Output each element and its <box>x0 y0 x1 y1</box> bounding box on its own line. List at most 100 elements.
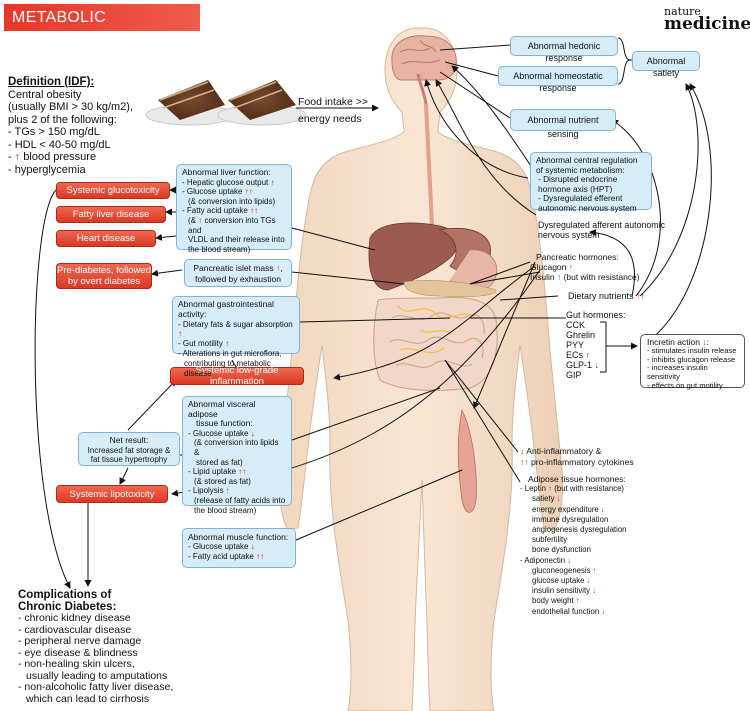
liver-function-box: Abnormal liver function: - Hepatic gluco… <box>176 164 292 254</box>
lipotoxicity-box: Systemic lipotoxicity <box>56 485 168 503</box>
complication-item: - chronic kidney disease <box>18 612 131 624</box>
visceral-line: - Lipolysis ↑ <box>188 486 230 496</box>
complication-item: - cardiovascular disease <box>18 623 132 636</box>
up-arrow-icon: ↑↑ <box>238 467 247 477</box>
net-result-box: Net result: Increased fat storage & fat … <box>78 432 180 466</box>
complications-block: Complications of Chronic Diabetes: - chr… <box>18 589 188 705</box>
gi-line: - Dietary fats & sugar absorption ↑ <box>178 319 293 339</box>
up-arrow-icon: ↑ <box>270 177 275 187</box>
up-arrow-icon: ↑↑ <box>256 552 265 561</box>
gi-line: - Gut motility ↑ <box>178 339 230 349</box>
insulin-line: Insulin ↑ (but with resistance) <box>530 272 640 282</box>
afferent-nervous-label: Dysregulated afferent autonomic nervous … <box>538 220 665 240</box>
definition-line: (usually BMI > 30 kg/m2), <box>8 101 134 113</box>
complication-item: - peripheral nerve damage <box>18 635 142 647</box>
liver-line: VLDL and their release into <box>188 235 285 245</box>
glucotoxicity-box: Systemic glucotoxicity <box>56 182 170 199</box>
food-intake-line1: Food intake >> <box>298 96 369 108</box>
gut-hormone-item: CCK <box>566 320 586 330</box>
up-arrow-icon: ↑↑ <box>244 187 253 197</box>
islet-mass-box: Pancreatic islet mass ↑, followed by exh… <box>184 259 292 287</box>
up-arrow-icon: ↑ <box>556 272 562 282</box>
down-arrow-icon: ↓ <box>250 542 255 551</box>
bp-text: blood pressure <box>20 151 97 163</box>
visceral-line: - Glucose uptake ↓ <box>188 428 255 438</box>
central-regulation-title: Abnormal central regulation of systemic … <box>536 155 638 175</box>
cake-image-1 <box>145 80 235 126</box>
visceral-line: stored as fat) <box>196 457 243 467</box>
incretin-action-box: Incretin action ↓: - stimulates insulin … <box>640 334 745 390</box>
muscle-line: - Fatty acid uptake ↑↑ <box>188 552 265 561</box>
cytokines-label: ↓ Anti-inflammatory & ↑↑ pro-inflammator… <box>520 446 690 467</box>
up-arrow-icon: ↑ <box>548 484 553 494</box>
gi-line: - Alterations in gut microflora, <box>178 348 282 358</box>
up-arrow-icon: ↑ <box>568 262 573 272</box>
complication-item: which can lead to cirrhosis <box>26 692 150 705</box>
visceral-title: tissue function: <box>196 418 253 429</box>
up-arrow-icon: ↑ <box>14 151 21 163</box>
prediabetes-box: Pre-diabetes, followed by overt diabetes <box>56 263 152 289</box>
visceral-line: (& stored as fat) <box>194 476 251 486</box>
gut-hormones-title: Gut hormones: <box>566 310 626 320</box>
incretin-item: - effects on gut motility <box>647 380 723 390</box>
muscle-drawing <box>457 408 477 513</box>
incretin-title: Incretin action ↓: <box>647 337 709 347</box>
down-arrow-icon: ↓ <box>594 360 600 370</box>
islet-line1: Pancreatic islet mass ↑, <box>193 263 283 273</box>
central-regulation-item: - Disrupted endocrine hormone axis (HPT) <box>538 174 618 194</box>
complication-item: - non-alcoholic fatty liver disease, <box>18 681 174 693</box>
liver-line: the blood stream) <box>188 244 251 254</box>
muscle-function-box: Abnormal muscle function: - Glucose upta… <box>182 528 296 568</box>
leptin-item: immune dysregulation <box>532 514 609 524</box>
definition-line: plus 2 of the following: <box>8 113 117 126</box>
intestines-drawing <box>373 297 498 391</box>
definition-line: - TGs > 150 mg/dL <box>8 126 100 138</box>
adiponectin-item: glucose uptake ↓ <box>532 576 591 586</box>
satiety-box: Abnormal satiety <box>632 51 700 78</box>
up-arrow-icon: ↑↑ <box>250 206 259 216</box>
brain-drawing <box>391 35 457 105</box>
visceral-adipose-box: Abnormal visceral adipose tissue functio… <box>182 396 292 515</box>
up-arrow-icon: ↑ <box>592 565 597 575</box>
gut-hormone-item: GIP <box>566 370 582 380</box>
liver-line: (& ↑ conversion into TGs and <box>188 215 276 235</box>
liver-line: - Hepatic glucose output ↑ <box>182 177 275 187</box>
definition-bp: - ↑ blood pressure <box>8 151 148 164</box>
fatty-liver-box: Fatty liver disease <box>56 206 166 223</box>
gi-title: Abnormal gastrointestinal activity: <box>178 299 274 319</box>
adiponectin-item: gluconeogenesis ↑ <box>532 565 597 575</box>
heart-disease-box: Heart disease <box>56 230 156 247</box>
definition-line: Central obesity <box>8 88 82 101</box>
down-arrow-icon: ↓ <box>600 504 605 514</box>
cytokines-line1: ↓ Anti-inflammatory & <box>520 446 602 456</box>
journal-logo: nature medicine <box>664 6 750 33</box>
pancreatic-hormones-label: Pancreatic hormones: Glucagon ↑ Insulin … <box>530 252 640 282</box>
leptin-item: bone dysfunction <box>532 545 591 555</box>
food-intake-line2: energy needs <box>298 112 362 125</box>
dietary-nutrients-label: Dietary nutrients ↑↑ <box>568 291 646 301</box>
complication-item: - non-healing skin ulcers, <box>18 658 135 670</box>
up-arrow-icon: ↑↑ <box>636 291 646 301</box>
up-arrow-icon: ↑ <box>575 596 580 606</box>
pancreatic-hormones-title: Pancreatic hormones: <box>536 252 619 262</box>
complications-title: Complications of <box>18 589 112 601</box>
incretin-item: - increases insulin sensitivity <box>647 363 708 382</box>
adiponectin-item: insulin sensitivity ↓ <box>532 586 597 596</box>
esophagus-drawing <box>424 103 434 226</box>
gut-hormone-item: ECs ↑ <box>566 350 591 360</box>
visceral-line: (& conversion into lipids & <box>194 438 279 457</box>
definition-line: - HDL < 40-50 mg/dL <box>8 138 111 151</box>
islet-line2: followed by exhaustion <box>194 273 281 284</box>
food-intake-label: Food intake >> energy needs <box>298 96 378 125</box>
leptin-item: energy expenditure ↓ <box>532 504 605 514</box>
definition-block: Definition (IDF): Central obesity (usual… <box>8 76 148 176</box>
down-arrow-icon: ↓ <box>250 428 255 438</box>
up-arrow-icon: ↑ <box>198 215 203 225</box>
leptin-item: satiety ↓ <box>532 494 561 504</box>
leptin-item: subfertility <box>532 535 568 545</box>
incretin-item: - stimulates insulin release <box>647 345 737 355</box>
incretin-item: - inhibits glucagon release <box>647 354 736 364</box>
visceral-line: - Lipid uptake ↑↑ <box>188 467 247 477</box>
muscle-line: - Glucose uptake ↓ <box>188 542 255 551</box>
up-arrow-icon: ↑ <box>178 329 182 339</box>
